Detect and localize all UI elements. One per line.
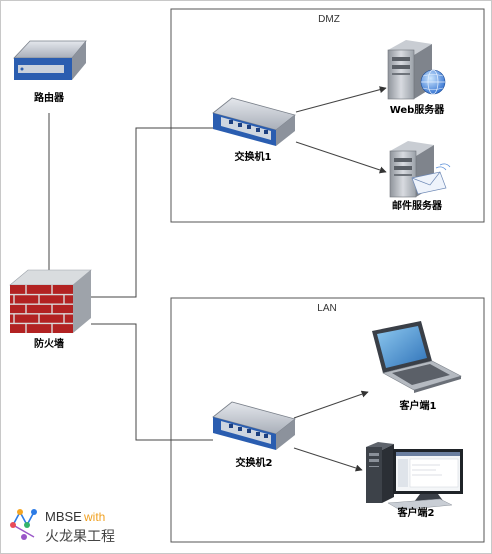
firewall-label: 防火墙	[34, 337, 64, 350]
firewall-switch1-link	[91, 127, 213, 298]
switch-icon	[212, 97, 296, 146]
switch2-label: 交换机2	[236, 456, 273, 469]
switch1-label: 交换机1	[235, 150, 272, 163]
mbse-logo-icon	[10, 509, 37, 540]
firewall: 防火墙	[9, 269, 92, 350]
web-server-label: Web服务器	[390, 103, 446, 116]
firewall-icon	[9, 269, 92, 333]
switch2-client2-link	[293, 447, 363, 472]
client1-label: 客户端1	[399, 399, 437, 412]
web-server: Web服务器	[387, 40, 446, 116]
switch2: 交换机2	[212, 401, 296, 469]
client2: 客户端2	[366, 442, 463, 519]
dmz-zone-title: DMZ	[318, 14, 340, 25]
watermark: MBSE with 火龙果工程	[10, 509, 115, 545]
mail-server-label: 邮件服务器	[392, 199, 443, 212]
mail-server: 邮件服务器	[389, 141, 451, 212]
watermark-company: 火龙果工程	[45, 529, 115, 545]
switch1: 交换机1	[212, 97, 296, 163]
web-server-icon	[387, 40, 446, 100]
firewall-switch2-link	[91, 323, 213, 441]
mail-server-icon	[389, 141, 451, 198]
router-icon	[13, 40, 87, 80]
switch-icon	[212, 401, 296, 450]
watermark-mbse: MBSE	[45, 509, 82, 524]
desktop-icon	[366, 442, 463, 511]
switch1-web-link	[295, 86, 387, 113]
client2-label: 客户端2	[397, 506, 435, 519]
connections	[48, 86, 387, 472]
client1: 客户端1	[372, 321, 462, 412]
switch2-client1-link	[293, 390, 369, 419]
watermark-with: with	[83, 510, 105, 524]
lan-zone: LAN	[170, 297, 485, 543]
router: 路由器	[13, 40, 87, 104]
lan-zone-title: LAN	[317, 303, 336, 314]
switch1-mail-link	[295, 141, 387, 174]
router-label: 路由器	[34, 91, 65, 104]
dmz-zone: DMZ	[170, 8, 485, 223]
laptop-icon	[372, 321, 462, 393]
